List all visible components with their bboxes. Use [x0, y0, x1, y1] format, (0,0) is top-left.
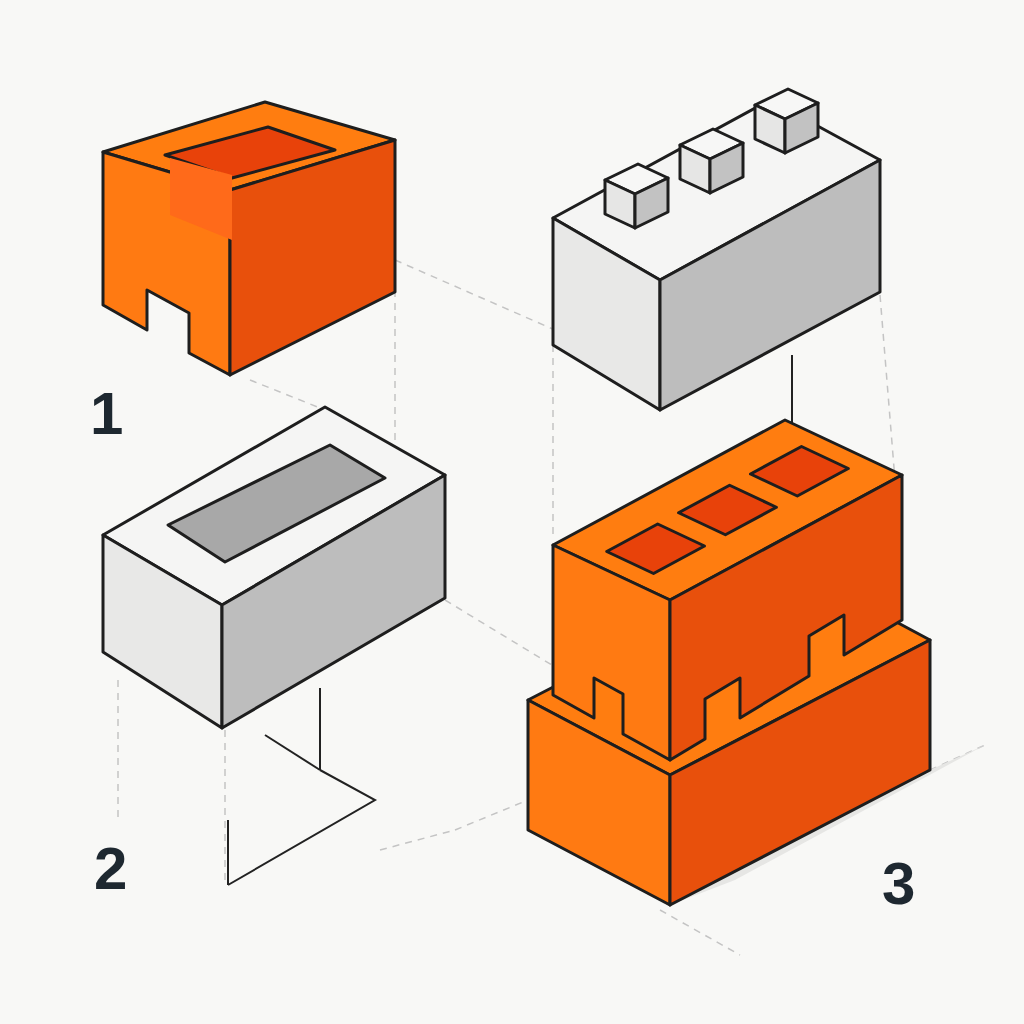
- callout-holder: 2: [94, 839, 127, 899]
- callout-holder: 3: [882, 854, 915, 914]
- block-one: [103, 102, 395, 375]
- block-two: [103, 407, 445, 728]
- callout-number: 3: [882, 854, 915, 914]
- callout-number: 1: [90, 384, 123, 444]
- orange-block-three: [553, 420, 902, 760]
- grey-block-three: [553, 89, 880, 410]
- callout-holder: 1: [90, 384, 123, 444]
- callout-number: 2: [94, 839, 127, 899]
